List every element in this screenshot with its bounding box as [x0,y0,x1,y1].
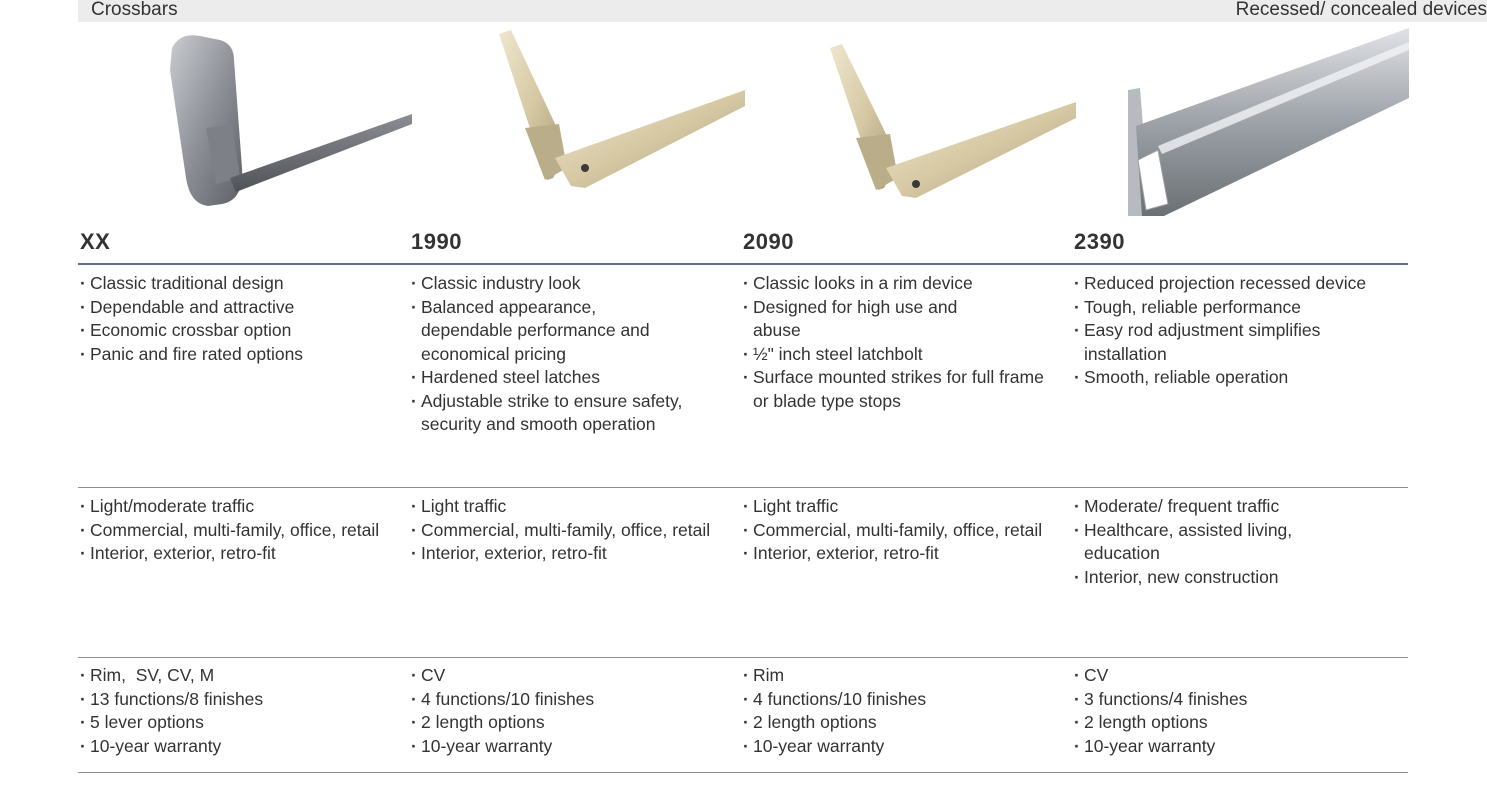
list-item: 2 length options [1074,711,1394,735]
list-item: Light traffic [743,495,1063,519]
specs-list-1990: CV 4 functions/10 finishes 2 length opti… [411,664,731,758]
list-item: Light traffic [411,495,731,519]
list-item: Easy rod adjustment simplifies installat… [1074,319,1384,366]
list-item: 10-year warranty [80,735,400,759]
section-header-band [78,0,1487,22]
applications-list-2390: Moderate/ frequent traffic Healthcare, a… [1074,495,1364,589]
list-item: 4 functions/10 finishes [411,688,731,712]
section-title-recessed: Recessed/ concealed devices [1235,0,1487,20]
specs-list-xx: Rim, SV, CV, M 13 functions/8 finishes 5… [80,664,400,758]
product-image-xx [170,35,412,207]
applications-list-xx: Light/moderate traffic Commercial, multi… [80,495,400,566]
list-item: Classic industry look [411,272,711,296]
product-name: 1990 [411,229,462,254]
list-item: Rim [743,664,1063,688]
specs-list-2390: CV 3 functions/4 finishes 2 length optio… [1074,664,1394,758]
list-item: Designed for high use and abuse [743,296,963,343]
header-divider [78,263,1408,265]
row-divider-2 [78,657,1408,658]
specs-list-2090: Rim 4 functions/10 finishes 2 length opt… [743,664,1063,758]
list-item: ½" inch steel latchbolt [743,343,1063,367]
list-item: CV [1074,664,1394,688]
list-item: 3 functions/4 finishes [1074,688,1394,712]
features-list-2090: Classic looks in a rim device Designed f… [743,272,1063,413]
product-image-2090 [830,44,1076,198]
list-item: Commercial, multi-family, office, retail [743,519,1063,543]
list-item: Light/moderate traffic [80,495,400,519]
list-item: Hardened steel latches [411,366,711,390]
product-column-1990: 1990 [411,228,741,256]
list-item: Economic crossbar option [80,319,400,343]
list-item: Adjustable strike to ensure safety, secu… [411,390,721,437]
list-item: Reduced projection recessed device [1074,272,1384,296]
list-item: 2 length options [743,711,1063,735]
list-item: Panic and fire rated options [80,343,400,367]
list-item: 4 functions/10 finishes [743,688,1063,712]
list-item: 13 functions/8 finishes [80,688,400,712]
features-list-1990: Classic industry look Balanced appearanc… [411,272,711,437]
product-column-xx: XX [80,228,410,256]
features-list-2390: Reduced projection recessed device Tough… [1074,272,1384,390]
list-item: Classic looks in a rim device [743,272,1063,296]
list-item: Dependable and attractive [80,296,400,320]
list-item: 10-year warranty [1074,735,1394,759]
row-divider-3 [78,772,1408,773]
list-item: Balanced appearance, dependable performa… [411,296,681,367]
product-name: 2390 [1074,229,1125,254]
row-divider-1 [78,487,1408,488]
product-column-2090: 2090 [743,228,1073,256]
list-item: Interior, exterior, retro-fit [743,542,1063,566]
list-item: 2 length options [411,711,731,735]
list-item: Commercial, multi-family, office, retail [411,519,731,543]
list-item: Rim, SV, CV, M [80,664,400,688]
list-item: Moderate/ frequent traffic [1074,495,1364,519]
section-title-crossbars: Crossbars [91,0,178,20]
list-item: CV [411,664,731,688]
list-item: Tough, reliable performance [1074,296,1384,320]
list-item: Commercial, multi-family, office, retail [80,519,400,543]
list-item: 5 lever options [80,711,400,735]
list-item: 10-year warranty [743,735,1063,759]
list-item: Surface mounted strikes for full frame o… [743,366,1063,413]
applications-list-1990: Light traffic Commercial, multi-family, … [411,495,731,566]
features-list-xx: Classic traditional design Dependable an… [80,272,400,366]
product-name: XX [80,229,111,254]
list-item: Interior, exterior, retro-fit [411,542,731,566]
product-image-1990 [499,30,745,188]
list-item: Interior, exterior, retro-fit [80,542,400,566]
list-item: Healthcare, assisted living, education [1074,519,1364,566]
list-item: Smooth, reliable operation [1074,366,1384,390]
product-name: 2090 [743,229,794,254]
product-image-2390 [1128,28,1409,216]
list-item: 10-year warranty [411,735,731,759]
list-item: Interior, new construction [1074,566,1364,590]
product-column-2390: 2390 [1074,228,1404,256]
applications-list-2090: Light traffic Commercial, multi-family, … [743,495,1063,566]
list-item: Classic traditional design [80,272,400,296]
